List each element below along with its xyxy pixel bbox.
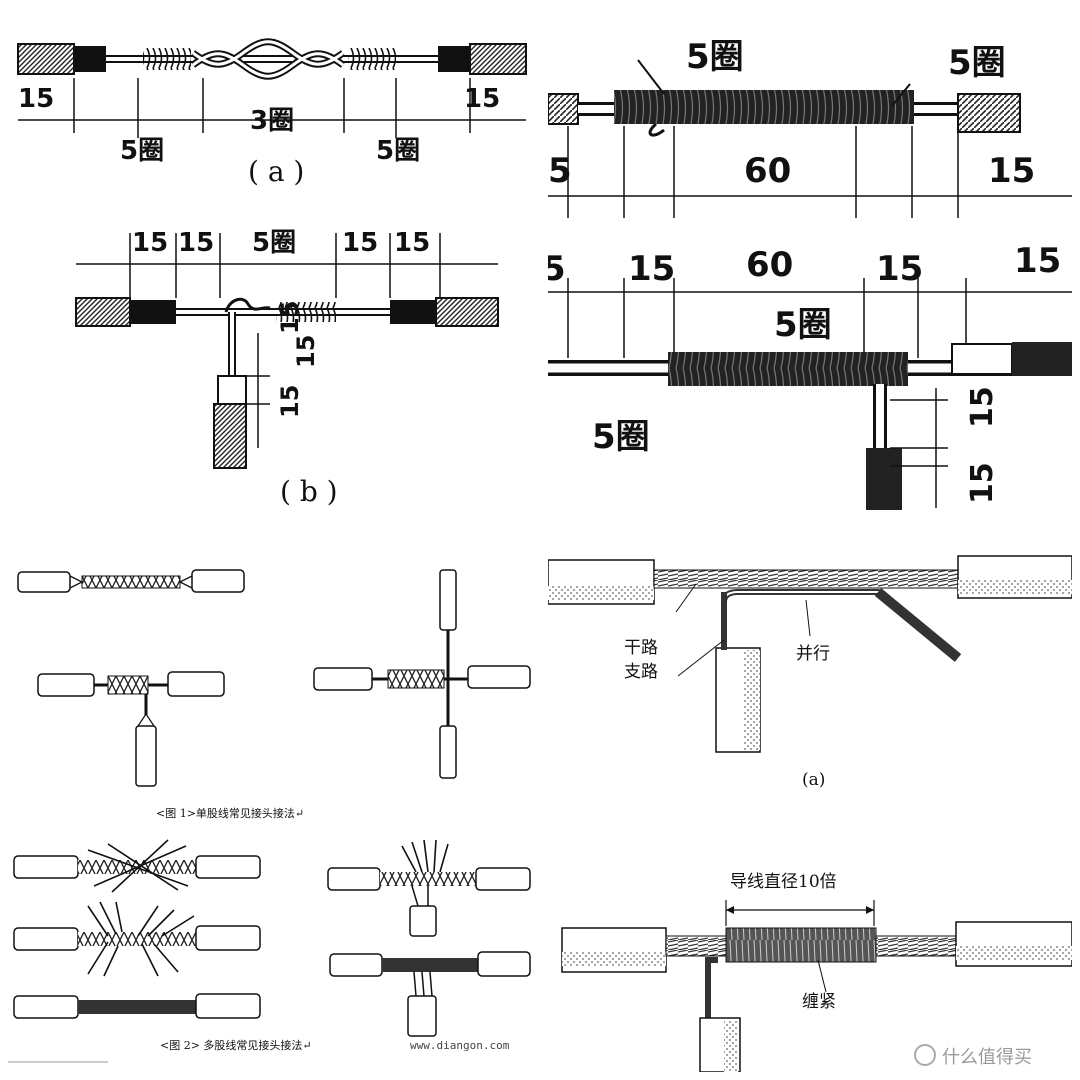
label-branch-line: 支路: [624, 662, 658, 682]
dim-a-right-turns: 5圈: [376, 136, 421, 166]
diagram-a-b: [17, 38, 527, 469]
diagram-splices: [8, 569, 531, 1063]
dim-a-right: 15: [464, 84, 501, 114]
dim-a-left: 15: [18, 84, 55, 114]
wire-right-lower: [548, 278, 1072, 510]
caption-a: ( a ): [248, 155, 305, 188]
splice-multi-2: [13, 901, 261, 977]
panel-top-right: 5圈 5圈 5 60 15 5 15 60 15 15 5圈 5圈 15 15: [548, 8, 1072, 518]
r-upper-d1: 5: [548, 151, 572, 191]
caption-figure-1: <图 1>单股线常见接头接法↵: [156, 807, 305, 820]
brand-logo-icon: [914, 1044, 936, 1066]
splice-t-single: [37, 671, 225, 787]
dim-b-5: 15: [394, 228, 431, 258]
dim-a-center: 3圈: [250, 106, 295, 136]
label-tighten: 缠紧: [802, 992, 836, 1012]
r-lower-d4: 15: [1014, 241, 1062, 281]
r-lower-d3: 15: [876, 249, 924, 289]
r-lower-d2: 60: [746, 245, 794, 285]
dim-b-vert-1: 15: [276, 300, 304, 334]
dim-b-vert-2: 15: [292, 334, 320, 368]
dim-b-4: 15: [342, 228, 379, 258]
caption-b: ( b ): [280, 475, 338, 508]
r-lower-d0: 5: [548, 249, 566, 289]
dim-b-2: 15: [178, 228, 215, 258]
dim-a-left-turns: 5圈: [120, 136, 165, 166]
wire-right-upper: [548, 59, 1072, 218]
wire-a: [17, 38, 527, 138]
wire-b: [75, 233, 499, 469]
splice-multi-t2: [329, 951, 531, 1037]
panel-bottom-left: <图 1>单股线常见接头接法↵ <图 2> 多股线常见接头接法↵ www.dia…: [8, 556, 536, 1072]
panel-bottom-right: 干路 支路 并行 (a) 导线直径10倍 缠紧 什么值得买: [548, 540, 1072, 1072]
caption-figure-2: <图 2> 多股线常见接头接法↵: [160, 1039, 312, 1052]
splice-straight-single: [17, 569, 245, 593]
label-parallel: 并行: [796, 644, 830, 664]
splice-multi-t1: [327, 839, 531, 937]
label-main-line: 干路: [624, 638, 658, 658]
r-lower-v1: 15: [965, 386, 1000, 428]
watermark-diangon: www.diangon.com: [410, 1039, 510, 1052]
diagram-right-scan: [548, 59, 1072, 510]
r-lower-d1: 15: [628, 249, 676, 289]
label-ten-times-diameter: 导线直径10倍: [730, 872, 837, 892]
caption-a-right: (a): [802, 770, 826, 790]
splice-multi-1: [13, 839, 261, 893]
r-upper-d3: 15: [988, 151, 1036, 191]
brand-name: 什么值得买: [942, 1047, 1032, 1068]
r-lower-v2: 15: [965, 462, 1000, 504]
join-wrapped: [561, 900, 1072, 1072]
r-upper-turns-right: 5圈: [948, 43, 1006, 83]
brand-watermark: 什么值得买: [914, 1044, 1032, 1067]
r-upper-turns-left: 5圈: [686, 37, 744, 77]
splice-multi-3: [13, 993, 261, 1019]
splice-cross-single: [313, 569, 531, 779]
diagram-t-join: [548, 555, 1072, 1072]
r-lower-turns-low: 5圈: [592, 417, 650, 457]
dim-b-3: 5圈: [252, 228, 297, 258]
r-lower-turns-mid: 5圈: [774, 305, 832, 345]
r-upper-d2: 60: [744, 151, 792, 191]
dim-b-1: 15: [132, 228, 169, 258]
panel-top-left: 15 15 3圈 5圈 5圈 ( a ) 15 15 5圈 15 15 15 1…: [8, 8, 536, 508]
join-parallel: [548, 555, 1072, 753]
dim-b-vert-3: 15: [276, 384, 304, 418]
